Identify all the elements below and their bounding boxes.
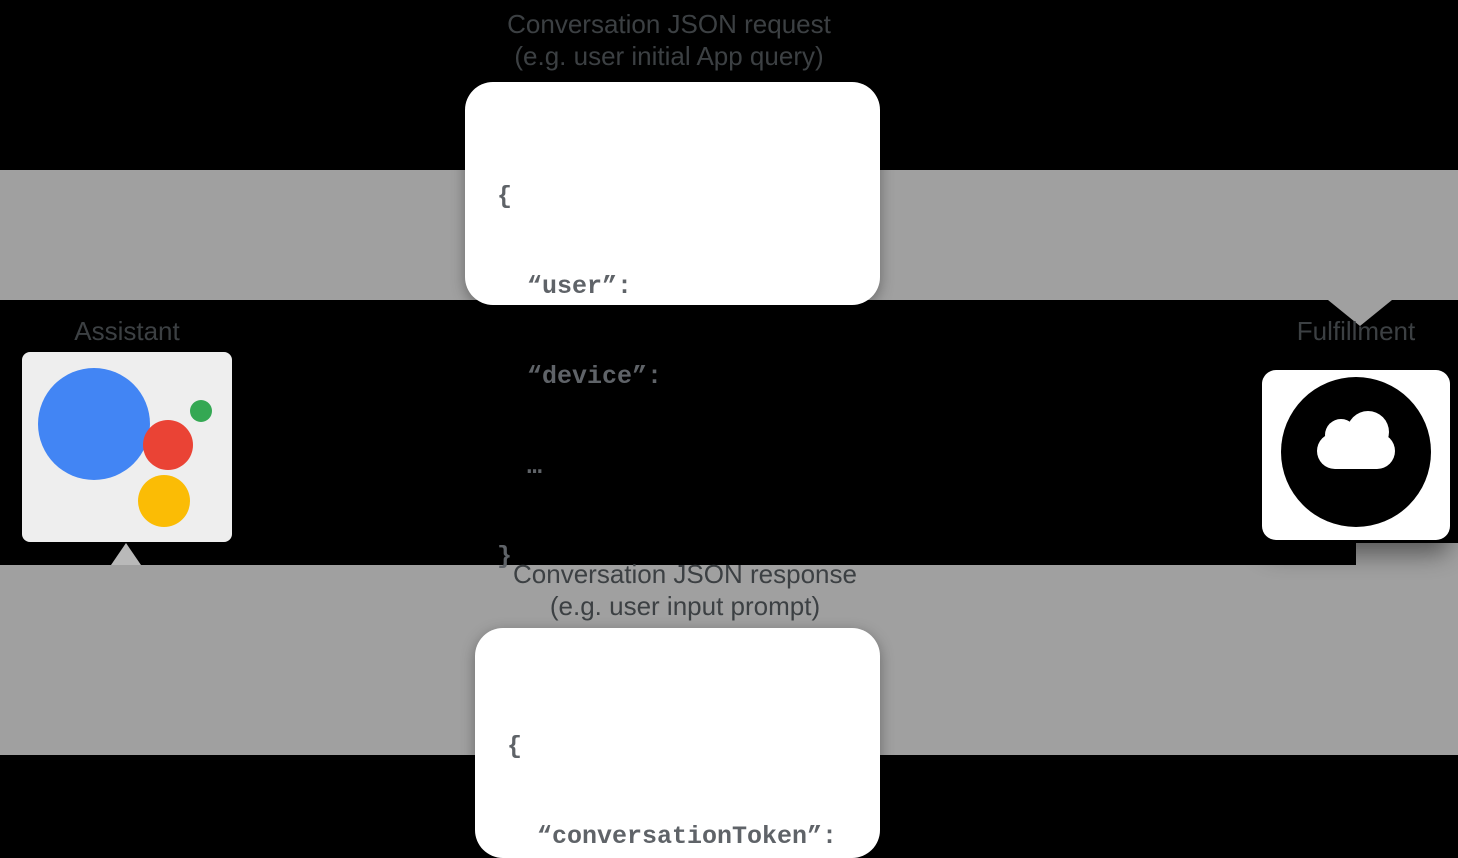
response-label: Conversation JSON response (e.g. user in…: [435, 558, 935, 622]
code-line: “conversationToken”:: [507, 822, 838, 851]
assistant-green-circle: [190, 400, 212, 422]
code-line: {: [507, 732, 523, 761]
assistant-yellow-circle: [138, 475, 190, 527]
assistant-red-circle: [143, 420, 193, 470]
request-label: Conversation JSON request (e.g. user ini…: [419, 8, 919, 72]
request-arrowhead: [1328, 300, 1392, 326]
fulfillment-label: Fulfillment: [1296, 316, 1416, 346]
code-line: }: [497, 542, 513, 571]
cloud-glyph: [1317, 411, 1395, 469]
code-line: {: [497, 182, 513, 211]
response-label-title: Conversation JSON response: [513, 559, 857, 589]
response-json-card: { “conversationToken”: “userStorage”: … …: [475, 628, 880, 858]
code-line: …: [497, 452, 543, 481]
response-json-code: { “conversationToken”: “userStorage”: … …: [507, 672, 870, 858]
response-label-subtitle: (e.g. user input prompt): [549, 591, 821, 621]
assistant-card: [22, 352, 232, 542]
assistant-blue-circle: [38, 368, 150, 480]
request-label-subtitle: (e.g. user initial App query): [514, 41, 824, 71]
code-line: “user”:: [497, 272, 633, 301]
response-arrowhead: [111, 543, 141, 565]
request-label-title: Conversation JSON request: [507, 9, 831, 39]
cloud-icon: [1281, 377, 1431, 527]
request-json-card: { “user”: “device”: … }: [465, 82, 880, 571]
assistant-label: Assistant: [74, 316, 180, 346]
code-line: “device”:: [497, 362, 663, 391]
fulfillment-card: [1262, 370, 1450, 540]
request-json-code: { “user”: “device”: … }: [497, 122, 870, 632]
